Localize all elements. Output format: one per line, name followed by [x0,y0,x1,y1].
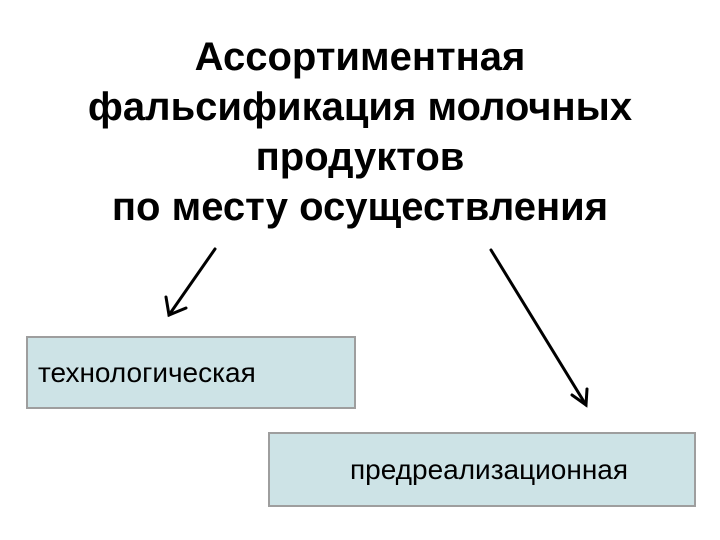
title-line-2: фальсификация молочных [87,85,633,129]
title-line-1: Ассортиментная [194,35,526,79]
slide-title: Ассортиментная фальсификация молочных пр… [0,32,720,232]
title-line-3: продуктов [255,135,465,179]
arrow-to-technological [164,247,217,318]
prerealization-label: предреализационная [349,453,629,485]
technological-label: технологическая [38,356,256,388]
title-line-4: по месту осуществления [111,185,609,229]
prerealization-box: предреализационная [268,432,696,507]
arrow-to-prerealization [489,248,589,408]
technological-box: технологическая [26,336,356,409]
